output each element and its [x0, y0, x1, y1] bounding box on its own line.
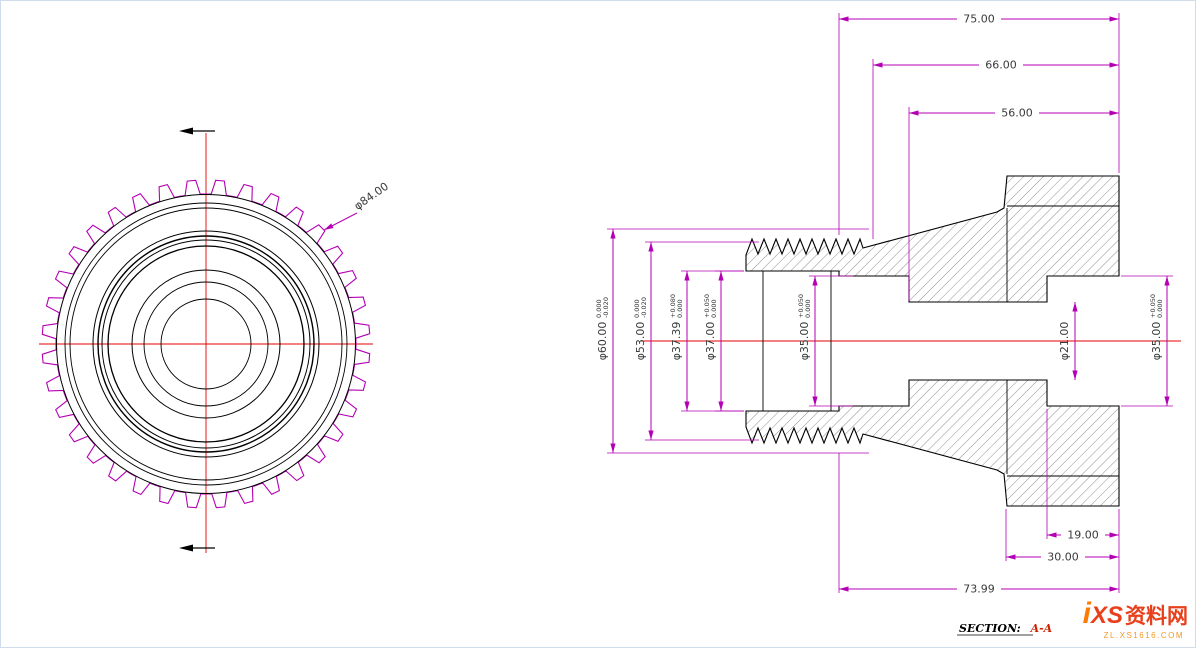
watermark-logo-xs: XS [1090, 602, 1123, 629]
dimension-30: 30.00 [1006, 551, 1119, 564]
dim-30-label: 30.00 [1047, 551, 1079, 564]
svg-text:φ60.00: φ60.00 [596, 322, 609, 361]
svg-text:φ53.00: φ53.00 [634, 322, 647, 361]
dia-53-label: φ53.00 0.000-0.020 [633, 297, 648, 360]
dim-66-label: 66.00 [985, 59, 1017, 72]
gear-circle [107, 245, 305, 443]
section-title-name: A-A [1030, 622, 1053, 635]
watermark-site-name: 资料网 [1125, 605, 1188, 628]
gear-circle [64, 202, 348, 486]
section-arrowhead-bottom-icon [179, 544, 193, 552]
section-body-upper [745, 175, 1120, 303]
watermark: i XS 资料网 ZL.XS1616.COM [1078, 597, 1192, 642]
dia-21-label: φ21.00 [1058, 322, 1071, 361]
section-arrowhead-top-icon [179, 127, 193, 135]
dia-60-label: φ60.00 0.000-0.020 [595, 297, 610, 360]
svg-text:+0.0500.000: +0.0500.000 [1149, 294, 1164, 318]
svg-text:φ35.00: φ35.00 [1150, 322, 1163, 361]
gear-circle [160, 298, 252, 390]
gear-circle [69, 207, 343, 481]
svg-text:SECTION: A-A: SECTION: A-A [959, 622, 1053, 635]
dimension-75: 75.00 [839, 13, 1119, 26]
svg-text:+0.0500.000: +0.0500.000 [797, 294, 812, 318]
dimension-19: 19.00 [1047, 529, 1119, 542]
front-view: φ84.00 [39, 127, 391, 553]
watermark-logo: i XS 资料网 [1083, 599, 1188, 629]
dimension-7399: 73.99 [839, 583, 1119, 596]
gear-circle [97, 235, 315, 453]
section-title-label: SECTION: [959, 622, 1021, 635]
gear-circle [56, 194, 356, 494]
section-arrow-bottom [179, 544, 215, 552]
svg-text:+0.0800.000: +0.0800.000 [669, 294, 684, 318]
dimension-66: 66.00 [873, 59, 1119, 72]
dim-56-label: 56.00 [1001, 107, 1033, 120]
svg-text:+0.0500.000: +0.0500.000 [703, 294, 718, 318]
svg-text:0.000-0.020: 0.000-0.020 [633, 297, 648, 318]
section-view: 75.00 66.00 56.00 19.00 30.00 73.99 [595, 13, 1181, 596]
svg-text:φ37.39: φ37.39 [670, 322, 683, 361]
svg-text:0.000-0.020: 0.000-0.020 [595, 297, 610, 318]
dia-3739-label: φ37.39 +0.0800.000 [669, 294, 684, 360]
dim-75-label: 75.00 [963, 13, 995, 26]
section-body-lower [745, 379, 1120, 507]
gear-circle [143, 281, 269, 407]
gear-circle [92, 230, 320, 458]
gear-circle [101, 239, 311, 449]
section-arrow-top [179, 127, 215, 135]
dia-35l-label: φ35.00 +0.0500.000 [797, 294, 812, 360]
dimension-56: 56.00 [909, 107, 1119, 120]
tip-diameter-label: φ84.00 [352, 180, 391, 213]
watermark-site-url: ZL.XS1616.COM [1103, 631, 1184, 640]
dim-19-label: 19.00 [1067, 529, 1099, 542]
svg-text:φ37.00: φ37.00 [704, 322, 717, 361]
svg-text:φ35.00: φ35.00 [798, 322, 811, 361]
dim-7399-label: 73.99 [963, 583, 995, 596]
watermark-logo-i-icon: i [1082, 597, 1091, 630]
gear-circle [131, 269, 281, 419]
section-title: SECTION: A-A [957, 622, 1053, 636]
svg-text:φ21.00: φ21.00 [1058, 322, 1071, 361]
dia-35r-label: φ35.00 +0.0500.000 [1149, 294, 1164, 360]
tip-diameter-dimension: φ84.00 [323, 180, 391, 231]
dia-37-label: φ37.00 +0.0500.000 [703, 294, 718, 360]
extension-lines [607, 13, 1173, 593]
leader-line [323, 212, 358, 231]
